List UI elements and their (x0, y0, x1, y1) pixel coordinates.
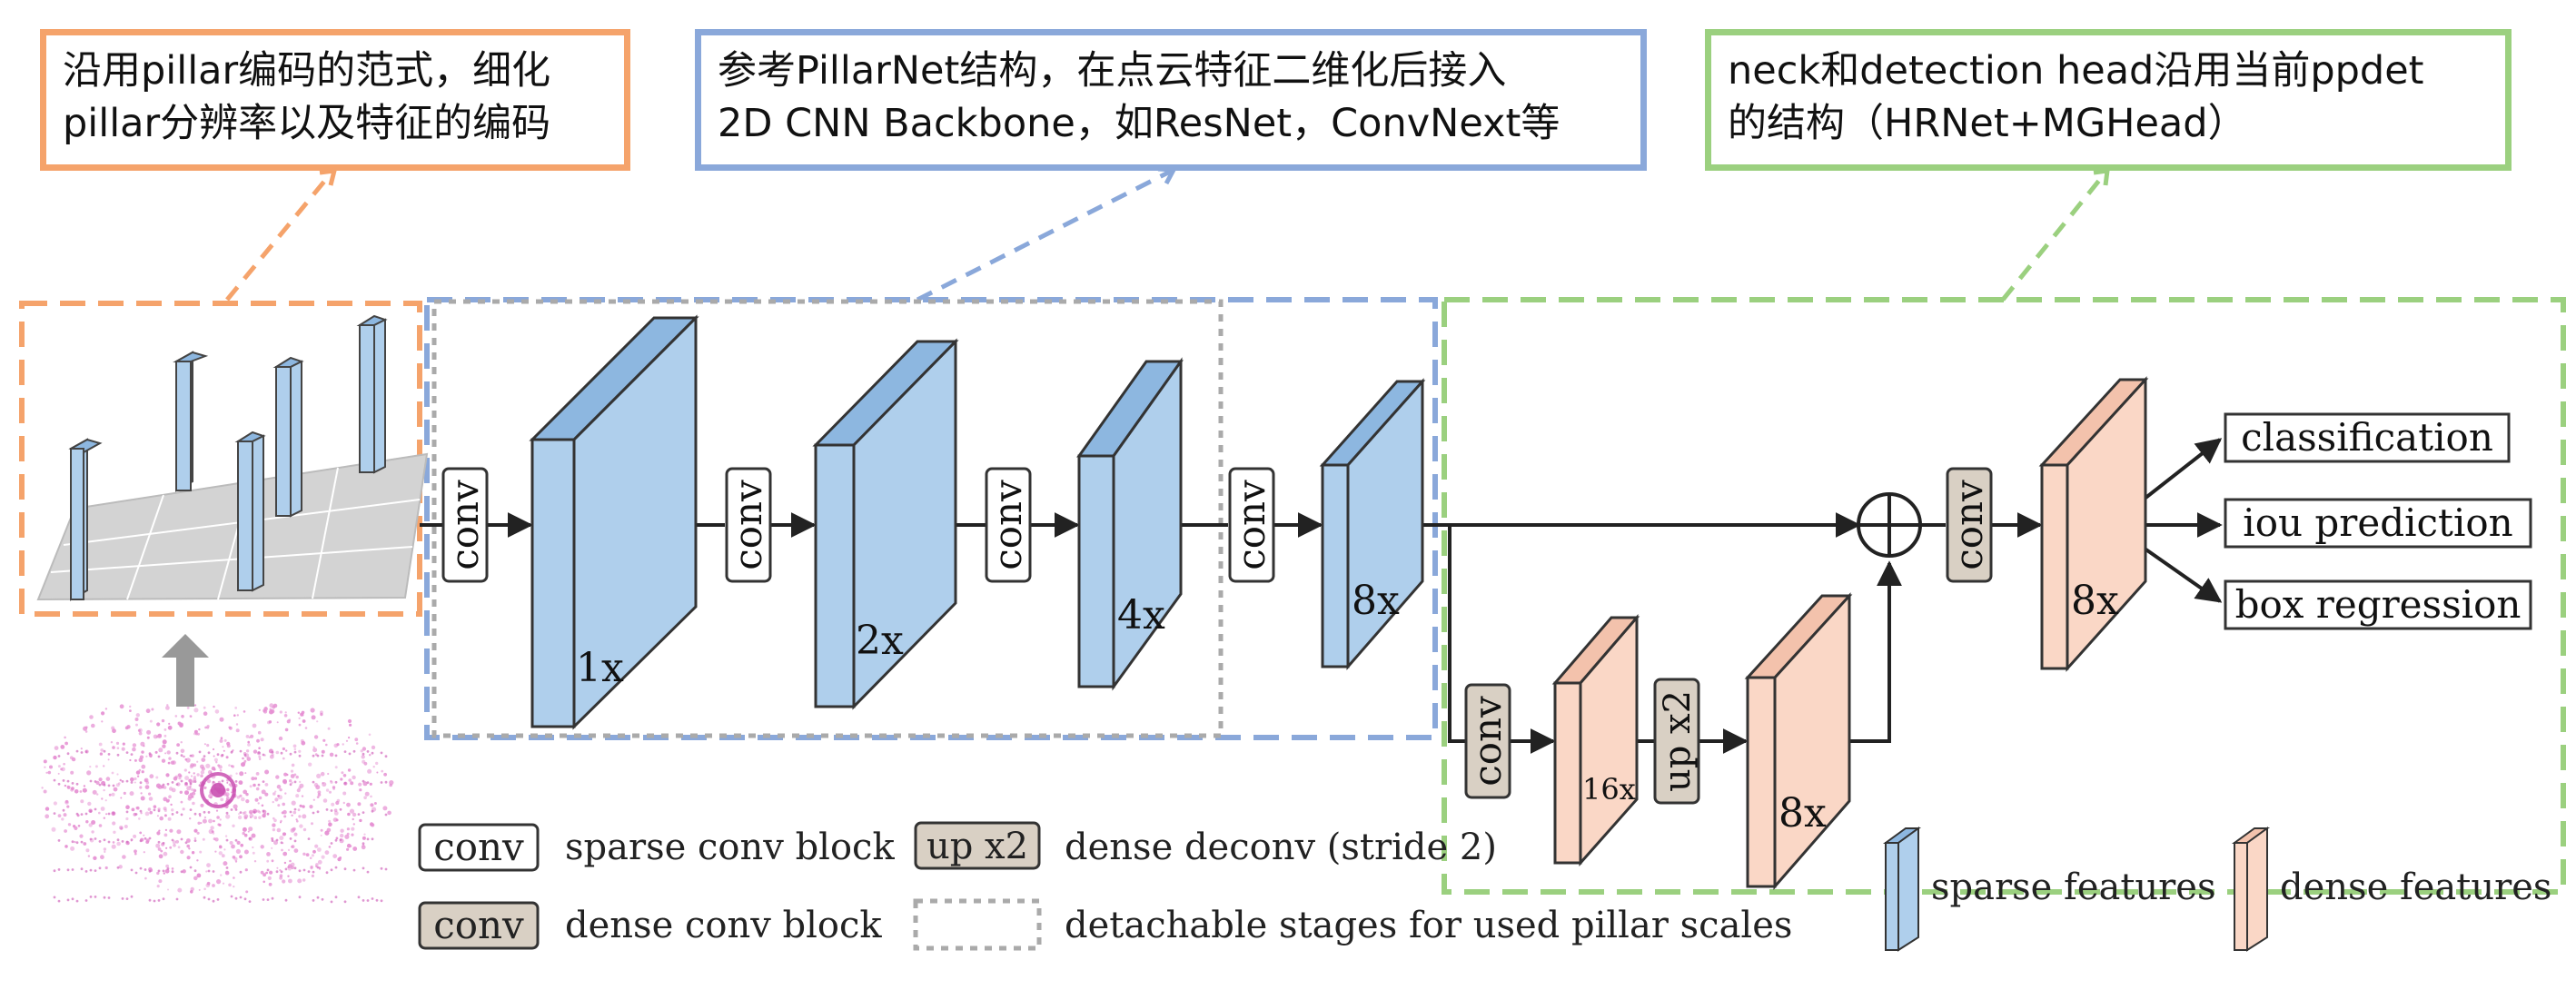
svg-text:sparse features: sparse features (1931, 866, 2216, 908)
sparse-scale-label: 4x (1117, 592, 1165, 639)
up-arrow-icon (162, 634, 209, 707)
svg-text:conv: conv (442, 480, 487, 570)
svg-text:up x2: up x2 (1657, 690, 1699, 792)
sparse-scale-label: 8x (1352, 578, 1400, 624)
svg-text:sparse conv block: sparse conv block (565, 827, 895, 868)
legend-upsample: up x2 dense deconv (stride 2) (914, 821, 1497, 870)
head-region-frame (1442, 297, 2566, 895)
svg-text:conv: conv (433, 825, 524, 869)
svg-text:conv: conv (433, 903, 524, 947)
svg-text:dense deconv (stride 2): dense deconv (stride 2) (1065, 827, 1497, 868)
svg-text:up x2: up x2 (926, 826, 1028, 867)
connector-orange (225, 171, 333, 302)
svg-text:conv: conv (1229, 480, 1273, 570)
dense-block-head-8x: 8x (2038, 376, 2149, 672)
legend-dense-features: dense features (2231, 827, 2551, 952)
upsample-block: up x2 (1653, 678, 1700, 805)
output-classification: classification (2224, 412, 2511, 463)
svg-text:box regression: box regression (2235, 582, 2522, 627)
connector-blue (916, 168, 1174, 302)
point-cloud-icon (41, 703, 394, 904)
legend-detachable: detachable stages for used pillar scales (913, 898, 1792, 951)
annotation-head-line-1: neck和detection head沿用当前ppdet (1728, 48, 2424, 94)
annotation-backbone-line-2: 2D CNN Backbone，如ResNet，ConvNext等 (718, 101, 1560, 146)
output-iou-prediction: iou prediction (2224, 498, 2532, 549)
dense-block-16x: 16x (1551, 613, 1640, 866)
sparse-conv-block: conv (985, 467, 1032, 583)
annotation-backbone: 参考PillarNet结构，在点云特征二维化后接入 2D CNN Backbon… (695, 29, 1647, 171)
sparse-block-1x: 1x (529, 314, 699, 730)
annotation-head-line-2: 的结构（HRNet+MGHead） (1728, 101, 2247, 146)
svg-text:conv: conv (1947, 480, 1991, 570)
connector-green (2001, 171, 2107, 302)
dense-block-8x: 8x (1744, 592, 1853, 891)
detachable-stages-frame (431, 299, 1224, 738)
output-box-regression: box regression (2224, 579, 2532, 630)
svg-text:conv: conv (726, 480, 770, 570)
legend: conv sparse conv block up x2 dense decon… (418, 821, 2551, 952)
sparse-block-8x: 8x (1319, 378, 1426, 671)
annotation-backbone-line-1: 参考PillarNet结构，在点云特征二维化后接入 (718, 48, 1507, 94)
dense-scale-label: 16x (1582, 772, 1636, 807)
sparse-block-4x: 4x (1076, 357, 1184, 691)
sum-icon (1857, 492, 1922, 558)
svg-text:detachable stages for used pil: detachable stages for used pillar scales (1065, 905, 1792, 946)
sparse-conv-block: conv (1228, 467, 1275, 583)
svg-text:conv: conv (986, 480, 1030, 570)
annotation-pillar-line-2: pillar分辨率以及特征的编码 (63, 101, 551, 146)
sparse-conv-block: conv (441, 467, 489, 583)
annotation-pillar: 沿用pillar编码的范式，细化 pillar分辨率以及特征的编码 (40, 29, 630, 171)
sparse-scale-label: 2x (856, 618, 904, 664)
legend-dense-conv: conv dense conv block (418, 901, 882, 950)
svg-text:dense features: dense features (2280, 866, 2551, 908)
svg-text:dense conv block: dense conv block (565, 905, 882, 946)
annotation-connectors (225, 166, 2110, 302)
sparse-scale-label: 1x (576, 645, 624, 691)
annotation-head: neck和detection head沿用当前ppdet 的结构（HRNet+M… (1705, 29, 2512, 171)
dense-scale-label: 8x (1778, 790, 1827, 837)
svg-text:iou prediction: iou prediction (2243, 500, 2512, 545)
sparse-conv-block: conv (725, 467, 772, 583)
dense-scale-label: 8x (2071, 578, 2119, 624)
pillar-grid-icon (36, 314, 429, 601)
svg-text:classification: classification (2241, 415, 2493, 460)
dense-conv-block: conv (1464, 683, 1511, 799)
dense-conv-block: conv (1946, 467, 1993, 583)
svg-text:conv: conv (1465, 696, 1510, 787)
legend-sparse-conv: conv sparse conv block (418, 823, 895, 872)
legend-sparse-features: sparse features (1882, 827, 2216, 952)
sparse-block-2x: 2x (812, 338, 959, 710)
annotation-pillar-line-1: 沿用pillar编码的范式，细化 (63, 48, 551, 94)
